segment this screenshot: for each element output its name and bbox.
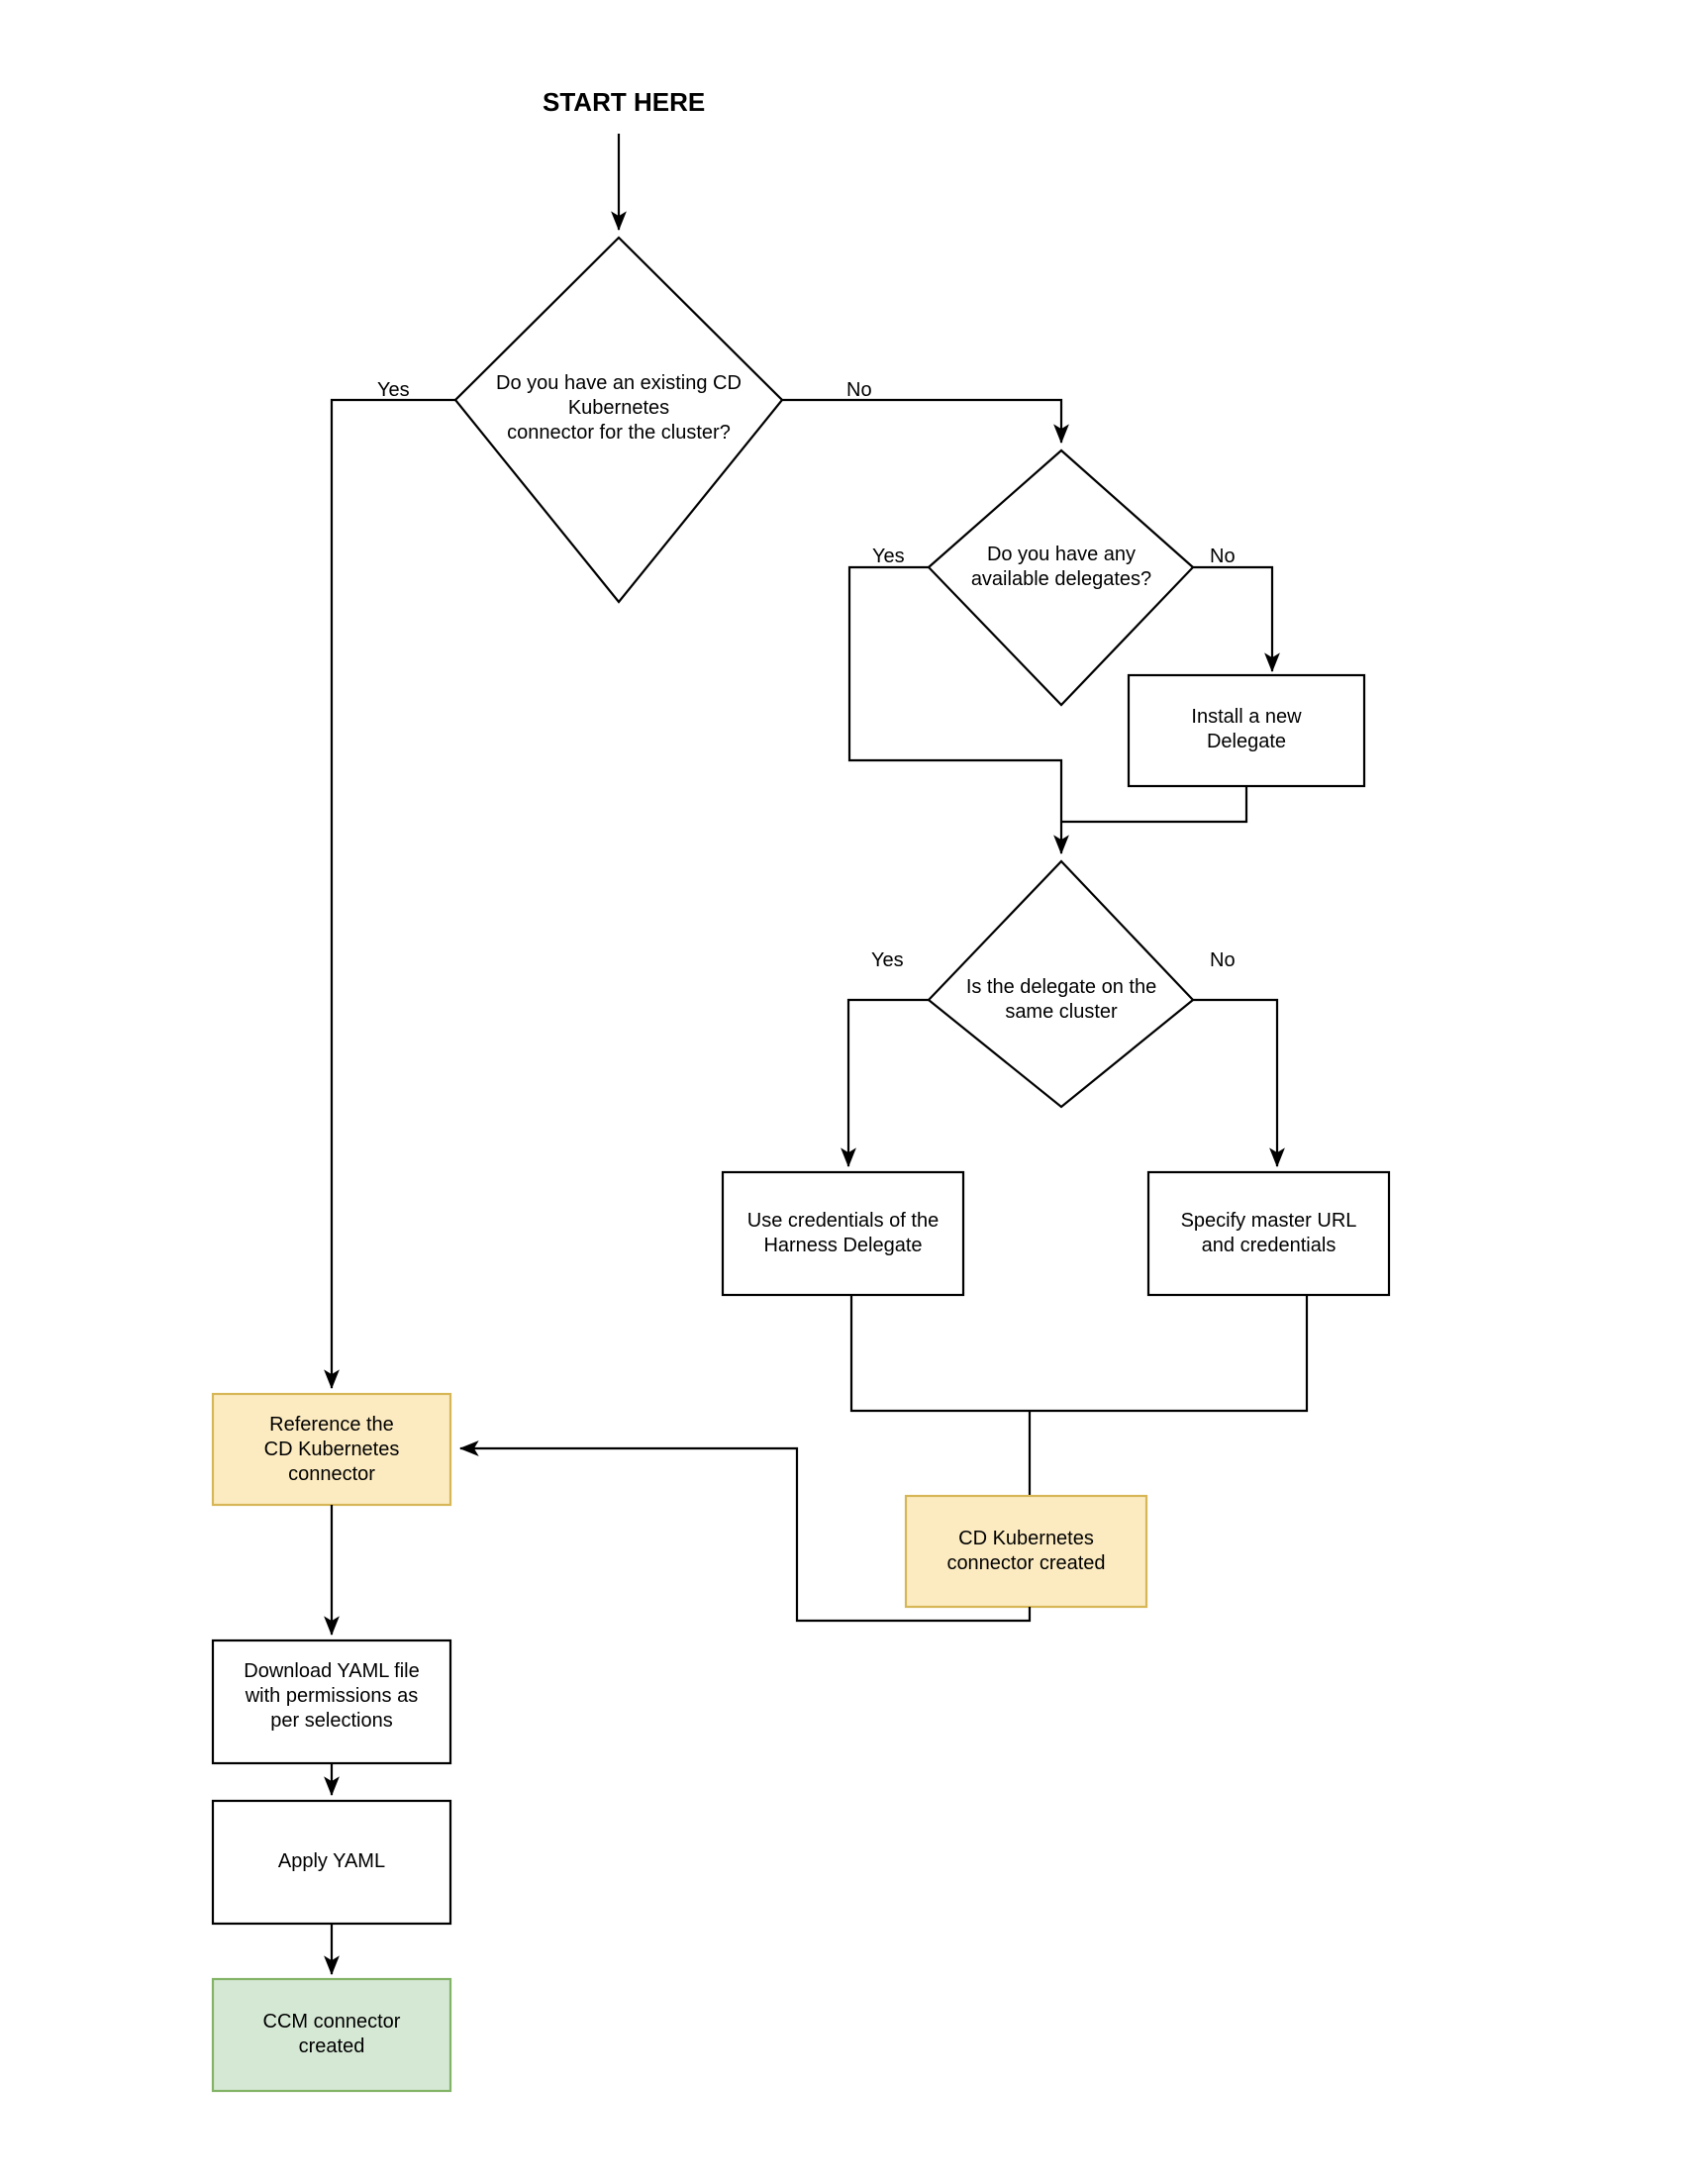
box-apply-yaml[interactable] (211, 1799, 452, 1926)
edge-d1-yes (324, 398, 455, 1390)
node-hit-install-delegate[interactable] (1129, 675, 1364, 786)
edge-d2-no (1193, 565, 1280, 673)
box-specify-master-url[interactable] (1146, 1170, 1391, 1297)
edge-cd-connector-created-to-reference (458, 1440, 1032, 1623)
edge-label-d1-no: No (846, 379, 872, 401)
node-hit-download-yaml[interactable] (213, 1640, 450, 1763)
edge-specify-master-url-to-created (1030, 1295, 1309, 1413)
edge-label-d3-no: No (1210, 949, 1236, 971)
edge-label-d2-yes: Yes (872, 546, 905, 567)
edge-use-credentials-to-created (849, 1295, 1030, 1413)
node-hit-specify-master-url[interactable] (1148, 1172, 1389, 1295)
decision-delegate-same-cluster[interactable] (927, 859, 1195, 1109)
node-hit-decision-existing-cd-connector[interactable] (455, 238, 782, 602)
edge-d1-no (782, 398, 1069, 445)
start-here-label: START HERE (543, 87, 706, 117)
edge-d2-yes (847, 565, 1069, 855)
edge-d3-yes (841, 998, 929, 1168)
box-cd-connector-created[interactable] (904, 1494, 1148, 1609)
node-hit-ccm-connector-created[interactable] (213, 1979, 450, 2091)
decision-available-delegates[interactable] (927, 448, 1195, 707)
box-ccm-connector-created[interactable] (211, 1977, 452, 2093)
edge-install-delegate-to-d3 (1061, 786, 1248, 824)
box-install-delegate[interactable] (1127, 673, 1366, 788)
box-reference-connector[interactable] (211, 1392, 452, 1507)
edge-label-d1-yes: Yes (377, 379, 410, 401)
node-hit-cd-connector-created[interactable] (906, 1496, 1146, 1607)
node-hit-decision-available-delegates[interactable] (929, 450, 1193, 705)
edge-label-d3-yes: Yes (871, 949, 904, 971)
decision-existing-cd-connector[interactable] (453, 236, 784, 604)
node-hit-apply-yaml[interactable] (213, 1801, 450, 1924)
edge-label-d2-no: No (1210, 546, 1236, 567)
edge-d3-no (1193, 998, 1285, 1168)
node-hit-decision-delegate-same-cluster[interactable] (929, 861, 1193, 1107)
node-hit-use-credentials[interactable] (723, 1172, 963, 1295)
node-hit-reference-connector[interactable] (213, 1394, 450, 1505)
box-use-credentials[interactable] (721, 1170, 965, 1297)
